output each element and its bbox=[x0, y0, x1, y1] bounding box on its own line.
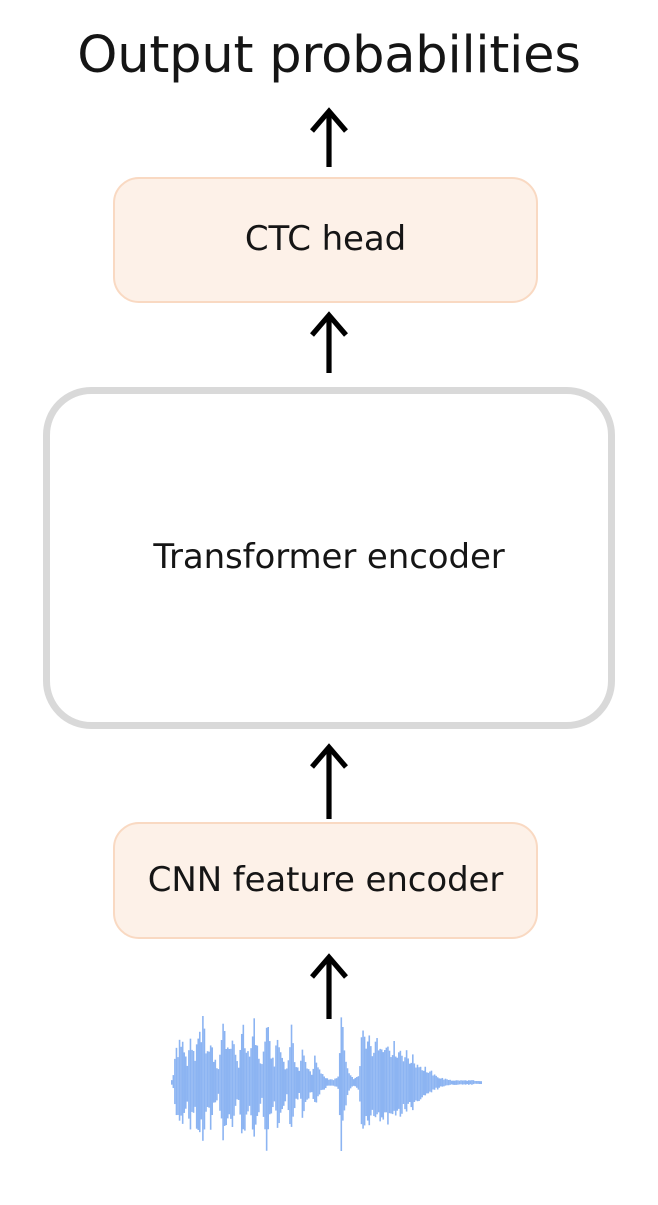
node-cnn-feature-encoder[interactable]: CNN feature encoder bbox=[113, 822, 538, 939]
node-cnn-feature-encoder-label: CNN feature encoder bbox=[147, 859, 504, 900]
node-ctc-head[interactable]: CTC head bbox=[113, 177, 538, 303]
arrow-cnn-feature-encoder-to-transformer-encoder bbox=[305, 743, 353, 820]
arrow-transformer-encoder-to-ctc-head bbox=[305, 311, 353, 374]
arrow-ctc-head-to-output-probabilities bbox=[305, 107, 353, 168]
node-ctc-head-label: CTC head bbox=[244, 219, 407, 260]
arrow-audio-waveform-to-cnn-feature-encoder bbox=[305, 953, 353, 1020]
node-transformer-encoder[interactable]: Transformer encoder bbox=[43, 387, 615, 729]
node-transformer-encoder-label: Transformer encoder bbox=[153, 537, 505, 578]
audio-waveform bbox=[171, 1014, 482, 1151]
page-title: Output probabilities bbox=[77, 26, 581, 85]
